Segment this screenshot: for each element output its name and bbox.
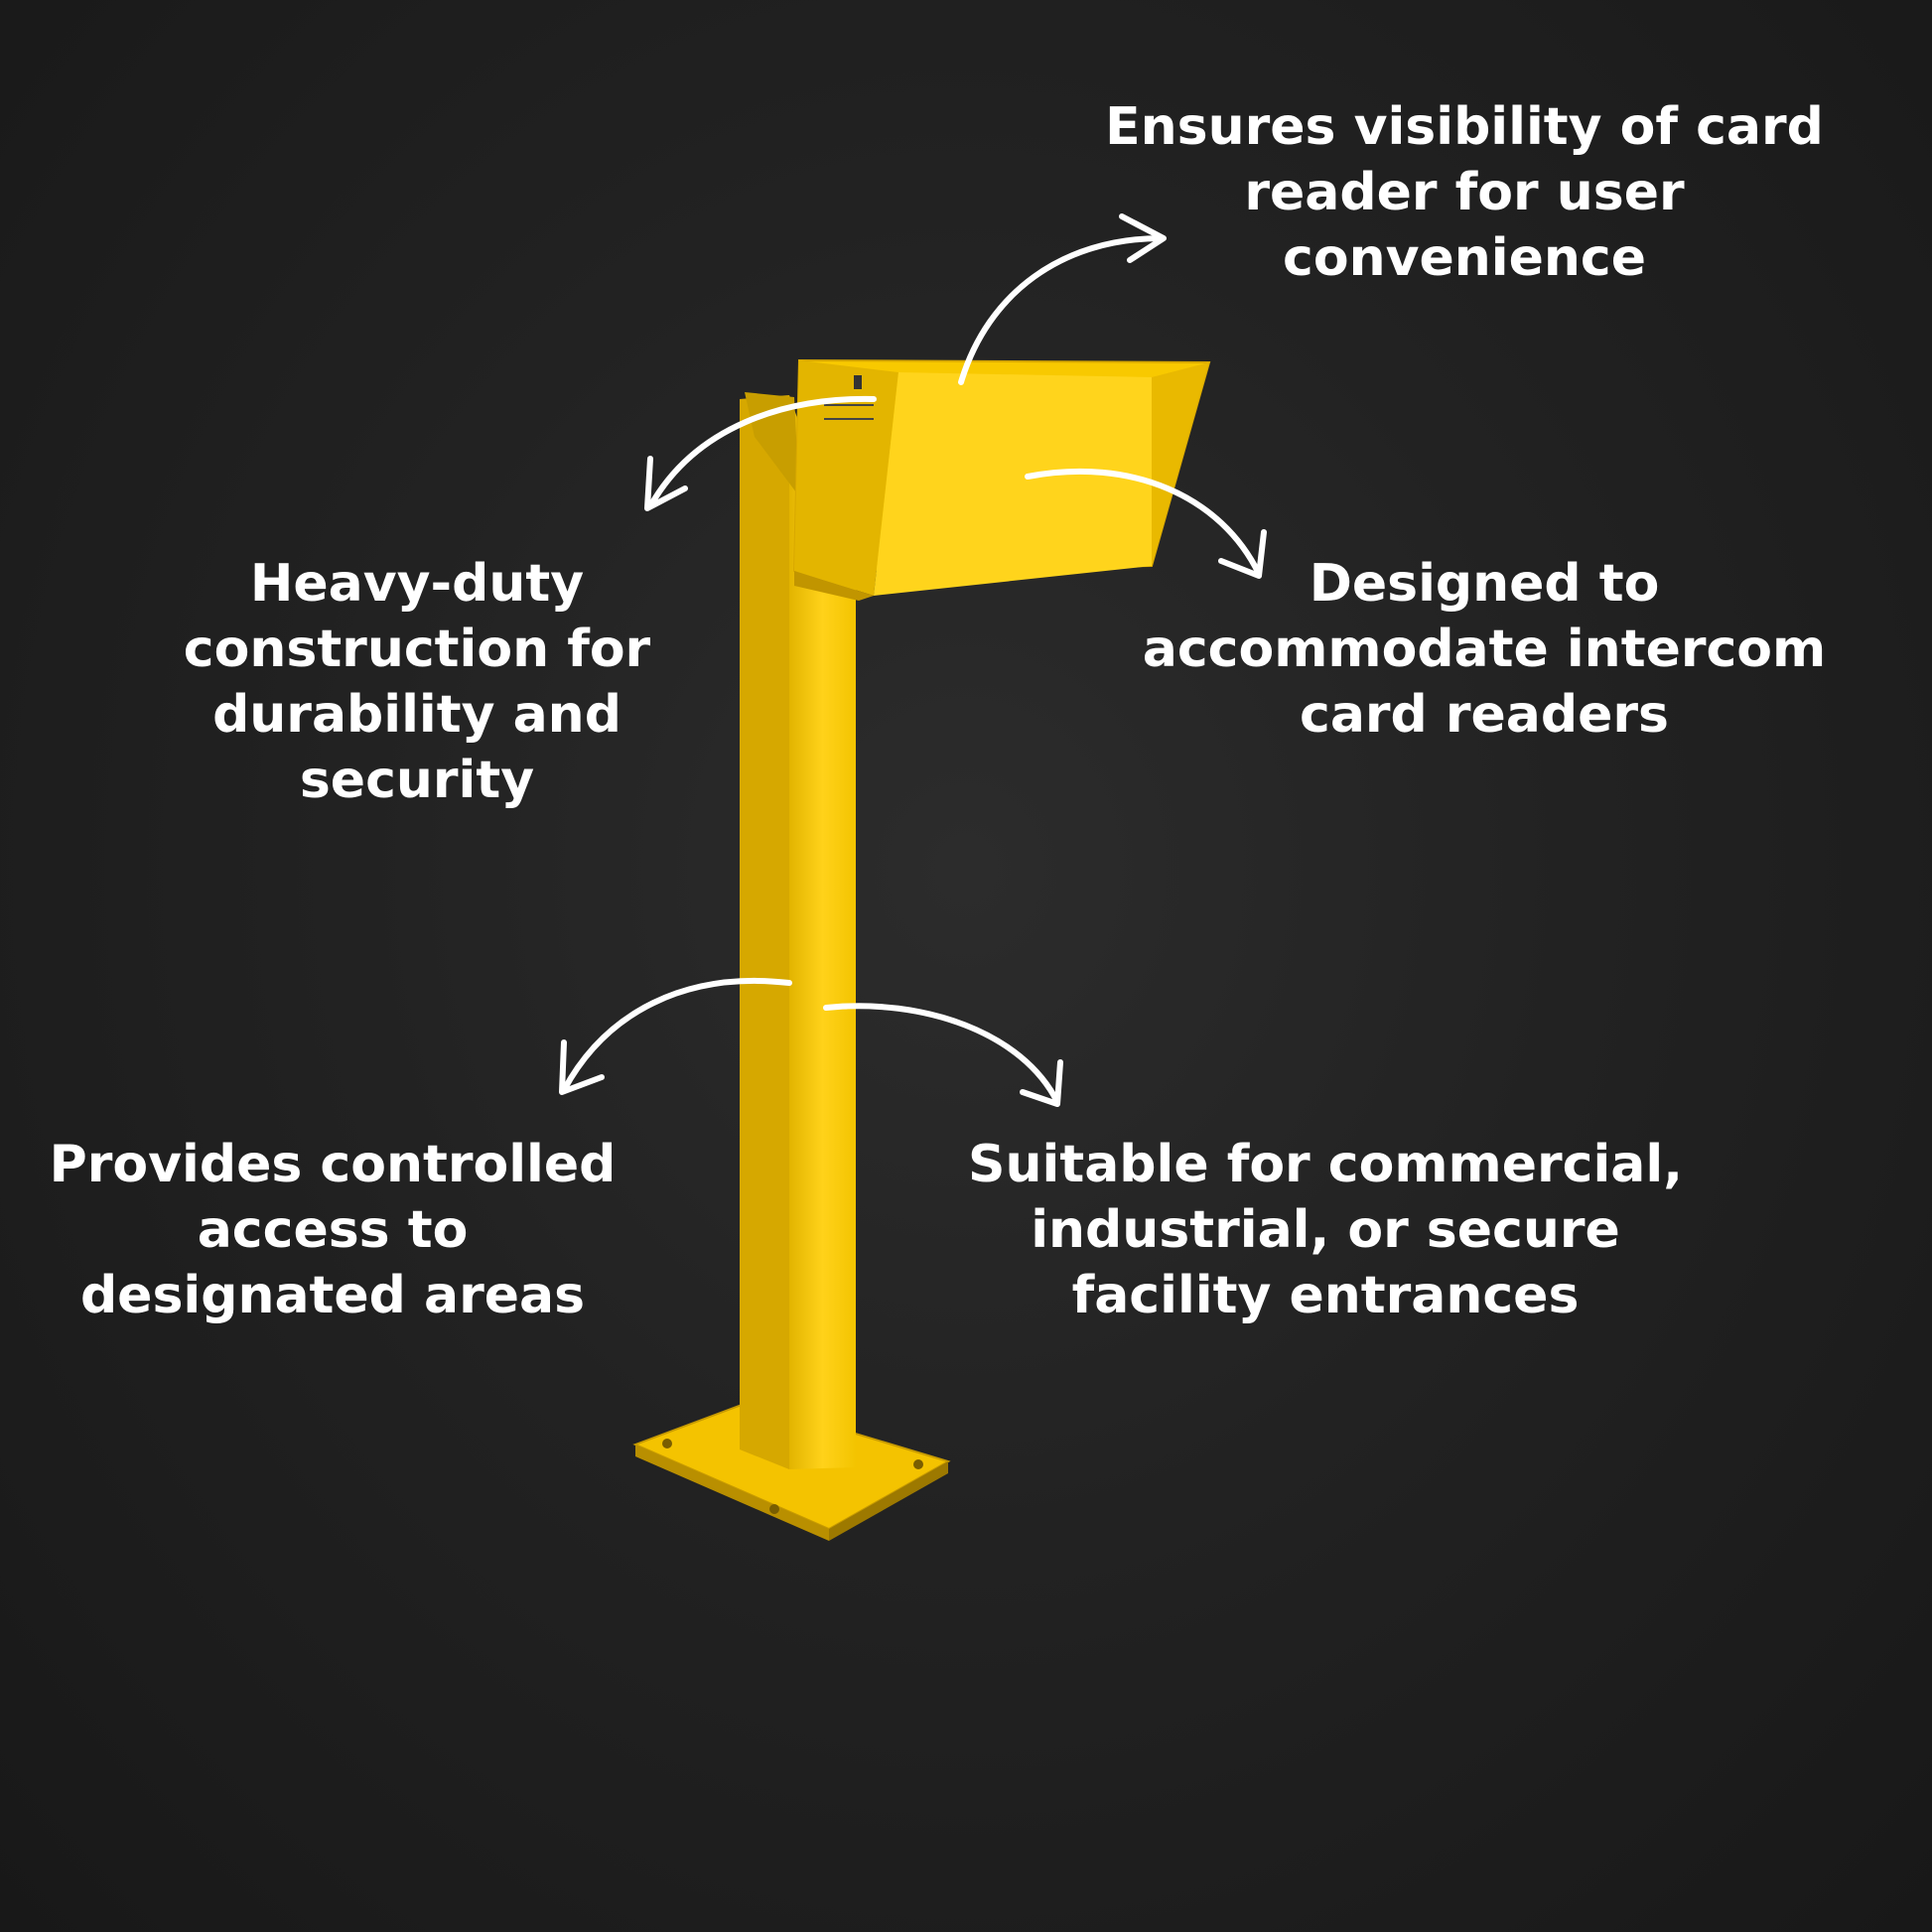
callout-visibility: Ensures visibility of card reader for us… (1105, 97, 1824, 288)
callout-intercom: Designed to accommodate intercom card re… (1142, 554, 1827, 745)
callout-heavy-duty: Heavy-duty construction for durability a… (183, 554, 651, 810)
curved-arrow-icon (958, 213, 1167, 385)
curved-arrow-icon (1025, 468, 1267, 579)
post (740, 395, 789, 1469)
curved-arrow-icon (559, 977, 792, 1095)
callout-access: Provides controlled access to designated… (49, 1135, 617, 1325)
curved-arrow-icon (823, 1003, 1063, 1107)
callout-suitable: Suitable for commercial, industrial, or … (968, 1135, 1683, 1325)
curved-arrow-icon (644, 395, 877, 511)
